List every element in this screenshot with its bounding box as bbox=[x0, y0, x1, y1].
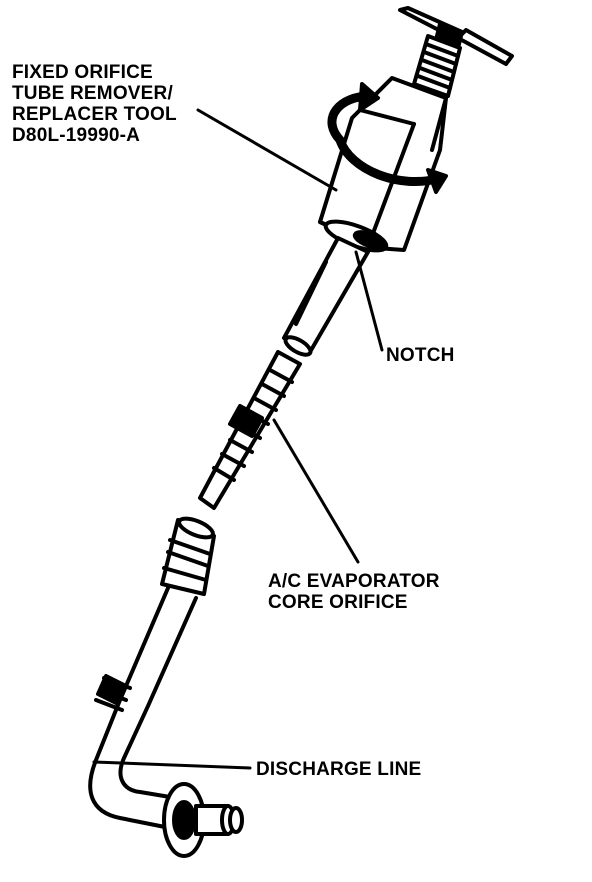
leader-line-discharge bbox=[92, 760, 252, 770]
discharge-line-fitting bbox=[160, 516, 216, 596]
discharge-line-pipe bbox=[88, 586, 198, 830]
label-tool-line-3: REPLACER TOOL bbox=[12, 104, 177, 125]
tool-sleeve bbox=[282, 236, 370, 357]
label-evaporator-core-orifice: A/C EVAPORATOR CORE ORIFICE bbox=[268, 571, 440, 613]
label-tool-line-2: TUBE REMOVER/ bbox=[12, 83, 173, 104]
label-fixed-orifice-tool: FIXED ORIFICE TUBE REMOVER/ REPLACER TOO… bbox=[12, 62, 177, 146]
leader-lines bbox=[92, 108, 384, 770]
leader-line-notch bbox=[354, 250, 384, 352]
label-tool-line-4: D80L-19990-A bbox=[12, 125, 141, 146]
label-orifice-line-2: CORE ORIFICE bbox=[268, 592, 408, 613]
evaporator-core-orifice bbox=[198, 350, 302, 510]
rotation-arrow-icon bbox=[327, 82, 448, 194]
leader-line-tool bbox=[196, 108, 338, 192]
label-discharge-line: DISCHARGE LINE bbox=[256, 759, 422, 780]
label-tool-line-1: FIXED ORIFICE bbox=[12, 62, 153, 83]
leader-line-orifice bbox=[272, 418, 360, 564]
label-notch: NOTCH bbox=[386, 345, 455, 366]
tool-threaded-screw bbox=[412, 34, 462, 98]
label-orifice-line-1: A/C EVAPORATOR bbox=[268, 571, 440, 592]
tool-body bbox=[318, 76, 448, 253]
discharge-line-end-flange bbox=[162, 782, 244, 858]
